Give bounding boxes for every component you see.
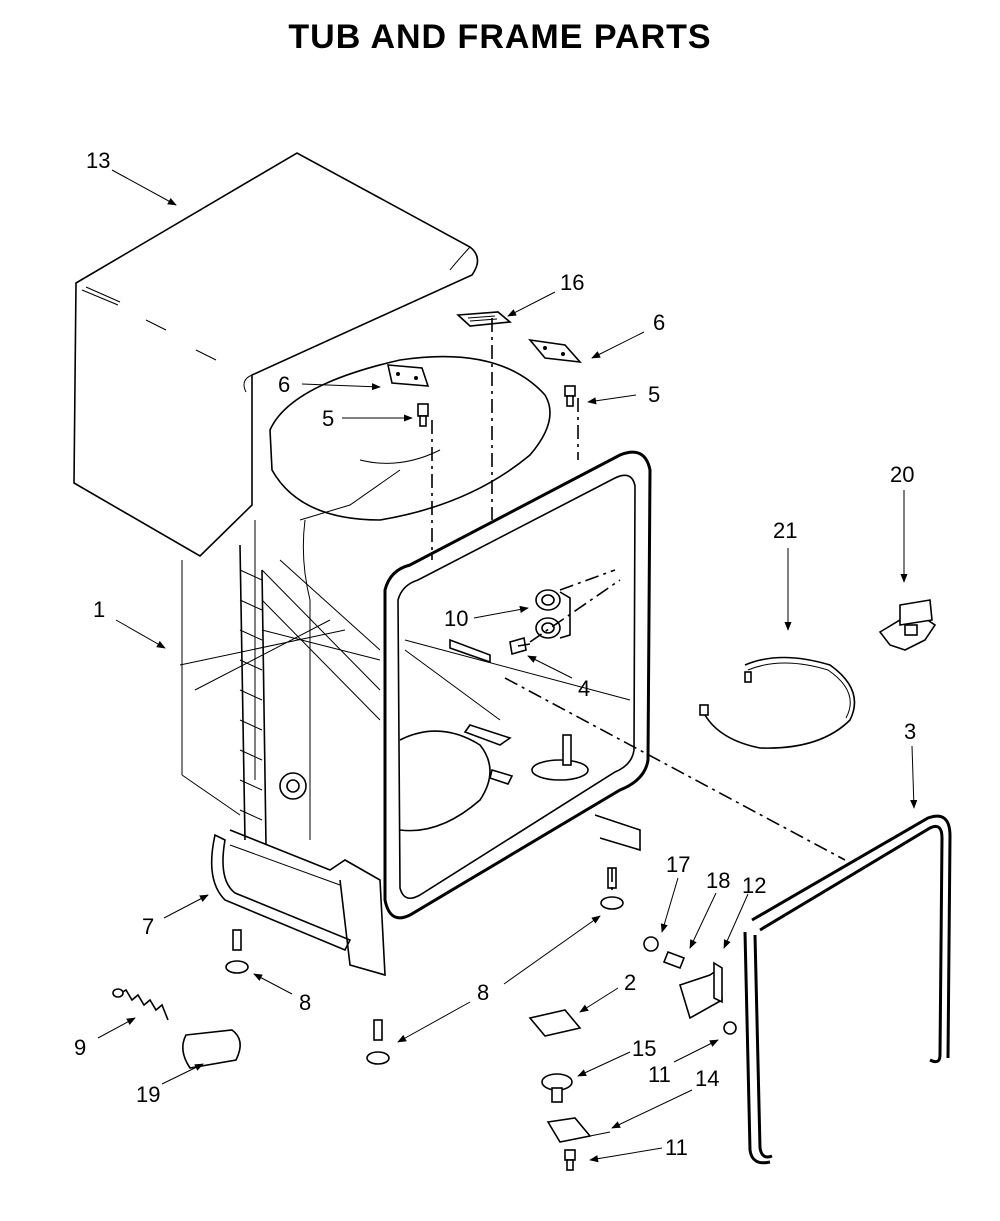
assembly-lines xyxy=(431,318,846,890)
callout-7: 7 xyxy=(142,914,154,939)
part-19-pad xyxy=(182,1029,241,1069)
callout-16: 16 xyxy=(560,270,584,295)
part-14-bracket xyxy=(546,1117,611,1143)
part-1-tub xyxy=(179,355,652,977)
callout-15: 15 xyxy=(632,1036,656,1061)
page-title: TUB AND FRAME PARTS xyxy=(288,18,712,56)
callout-6-left: 6 xyxy=(278,372,290,397)
part-16-label xyxy=(456,311,512,327)
part-13-outer-wrap xyxy=(73,152,479,557)
callout-20: 20 xyxy=(890,462,914,487)
part-7-base xyxy=(210,833,352,952)
leader-arrows xyxy=(97,169,918,1163)
callout-9: 9 xyxy=(74,1035,86,1060)
part-4-screw xyxy=(509,636,531,656)
part-20-clip xyxy=(878,599,937,651)
part-12-bracket xyxy=(679,961,737,1035)
callout-18: 18 xyxy=(706,868,730,893)
callout-11-lower: 11 xyxy=(665,1135,688,1160)
callout-17: 17 xyxy=(666,852,690,877)
part-5-screw-right xyxy=(564,385,576,407)
callout-11-upper: 11 xyxy=(648,1062,671,1087)
part-17-nut xyxy=(643,936,659,952)
part-6-bracket-right xyxy=(528,338,582,364)
part-8-leg-front xyxy=(366,1019,390,1065)
part-3-gasket xyxy=(743,814,952,1165)
part-10-bumpers xyxy=(535,589,571,639)
part-18-screw xyxy=(662,950,686,970)
part-11-screw-lower xyxy=(564,1149,576,1171)
callout-5-left: 5 xyxy=(322,406,334,431)
callout-12: 12 xyxy=(742,873,766,898)
callout-6-right: 6 xyxy=(653,310,665,335)
callout-14: 14 xyxy=(695,1066,719,1091)
callout-4: 4 xyxy=(578,676,590,701)
callout-19: 19 xyxy=(136,1082,160,1107)
part-5-screw-left xyxy=(417,403,429,427)
part-15-thermostat xyxy=(541,1073,573,1103)
callout-13: 13 xyxy=(86,148,110,173)
part-21-wire xyxy=(699,656,856,749)
callout-2: 2 xyxy=(624,970,636,995)
callout-8-center: 8 xyxy=(477,980,489,1005)
callout-3: 3 xyxy=(904,719,916,744)
part-9-spring xyxy=(112,988,169,1021)
part-6-bracket-left xyxy=(386,364,430,387)
callout-8-left: 8 xyxy=(299,990,311,1015)
part-8-leg-left xyxy=(225,929,249,974)
part-2-label xyxy=(528,1009,582,1037)
callout-10: 10 xyxy=(444,606,468,631)
callout-21: 21 xyxy=(773,518,797,543)
callout-5-right: 5 xyxy=(648,382,660,407)
callout-1: 1 xyxy=(93,597,105,622)
